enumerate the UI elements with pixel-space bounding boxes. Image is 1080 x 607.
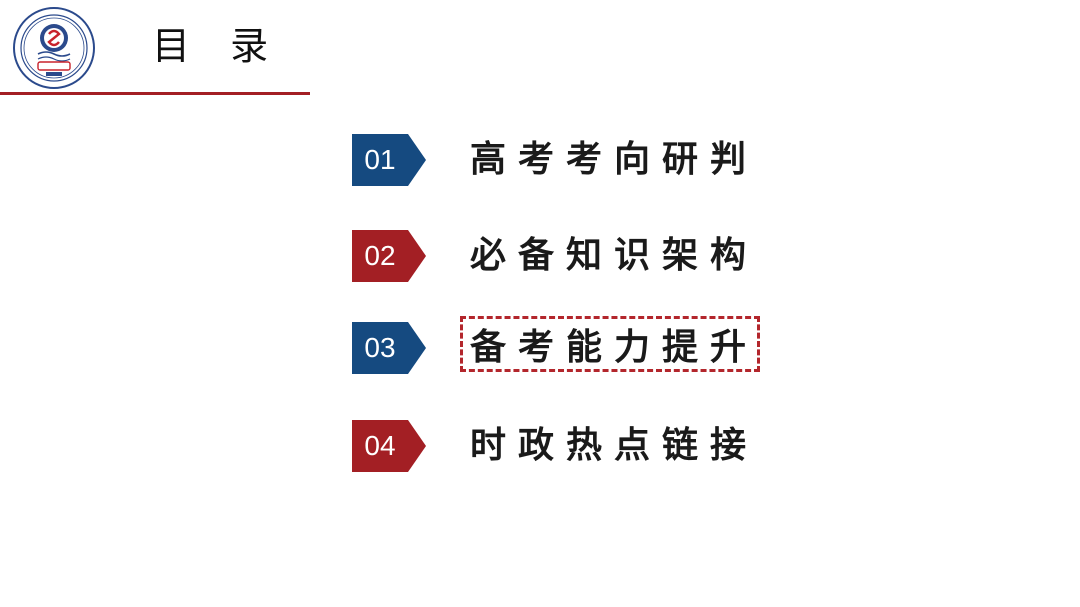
toc-number: 01: [364, 144, 396, 175]
selection-highlight-box: [460, 316, 760, 372]
toc-number-badge: 02: [352, 230, 426, 282]
page-title: 目 录: [152, 24, 283, 68]
toc-item-2[interactable]: 02 必备知识架构: [352, 230, 772, 282]
toc-item-1[interactable]: 01 高考考向研判: [352, 134, 772, 186]
toc-label: 时政热点链接: [470, 425, 759, 466]
toc-item-4[interactable]: 04 时政热点链接: [352, 420, 772, 472]
toc-number-badge: 04: [352, 420, 426, 472]
toc-number-badge: 01: [352, 134, 426, 186]
toc-number: 03: [364, 332, 396, 363]
toc-label: 必备知识架构: [470, 235, 759, 276]
toc-label: 备考能力提升: [470, 327, 759, 368]
toc-number: 02: [364, 240, 396, 271]
toc-number: 04: [364, 430, 396, 461]
toc-number-badge: 03: [352, 322, 426, 374]
school-emblem-icon: [12, 6, 96, 90]
header-divider: [0, 92, 310, 95]
toc-label: 高考考向研判: [470, 139, 759, 180]
header: 目 录: [0, 0, 1080, 100]
toc-item-3[interactable]: 03 备考能力提升: [352, 316, 772, 374]
